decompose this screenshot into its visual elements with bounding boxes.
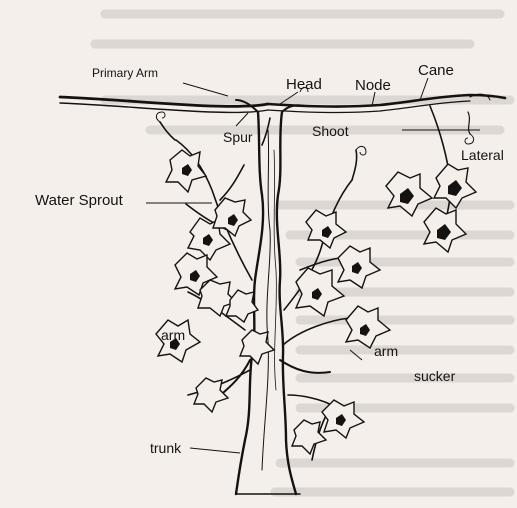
label-node: Node xyxy=(355,78,391,93)
label-spur: Spur xyxy=(223,130,253,144)
label-shoot: Shoot xyxy=(312,124,349,138)
label-lateral: Lateral xyxy=(461,148,504,162)
label-arm-left: arm xyxy=(161,328,185,342)
label-head: Head xyxy=(286,77,322,92)
label-trunk: trunk xyxy=(150,441,181,455)
label-arm-right: arm xyxy=(374,344,398,358)
label-cane: Cane xyxy=(418,63,454,78)
label-primary-arm: Primary Arm xyxy=(92,67,158,79)
label-sucker: sucker xyxy=(414,369,455,383)
label-water-sprout: Water Sprout xyxy=(35,193,123,208)
